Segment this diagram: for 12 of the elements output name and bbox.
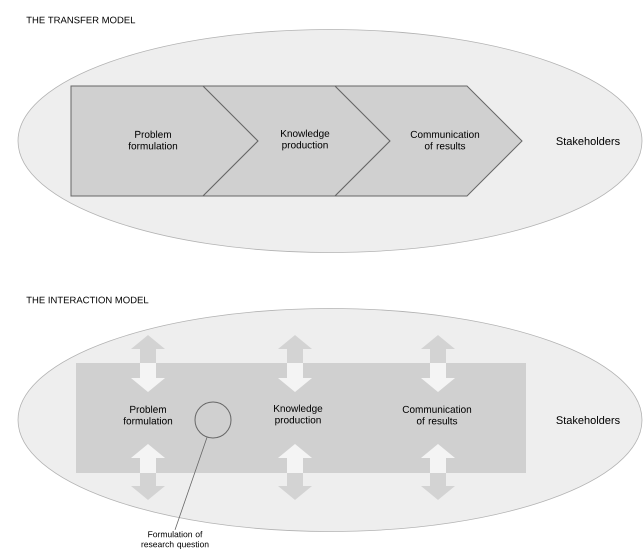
stage-label: Communication of results xyxy=(402,406,472,424)
leader-line xyxy=(174,437,208,530)
callout-text: Formulation of research question xyxy=(142,531,208,549)
section-title: THE TRANSFER MODEL xyxy=(26,16,136,24)
section-title: THE INTERACTION MODEL xyxy=(26,296,148,304)
process-step: Knowledge production xyxy=(202,86,391,196)
process-band xyxy=(76,363,526,473)
process-step: Communication of results xyxy=(334,86,523,196)
circle-marker xyxy=(194,402,232,438)
stage-label: Problem formulation xyxy=(123,406,172,424)
process-step: Problem formulation xyxy=(70,86,259,196)
stage-label: Knowledge production xyxy=(274,404,322,426)
